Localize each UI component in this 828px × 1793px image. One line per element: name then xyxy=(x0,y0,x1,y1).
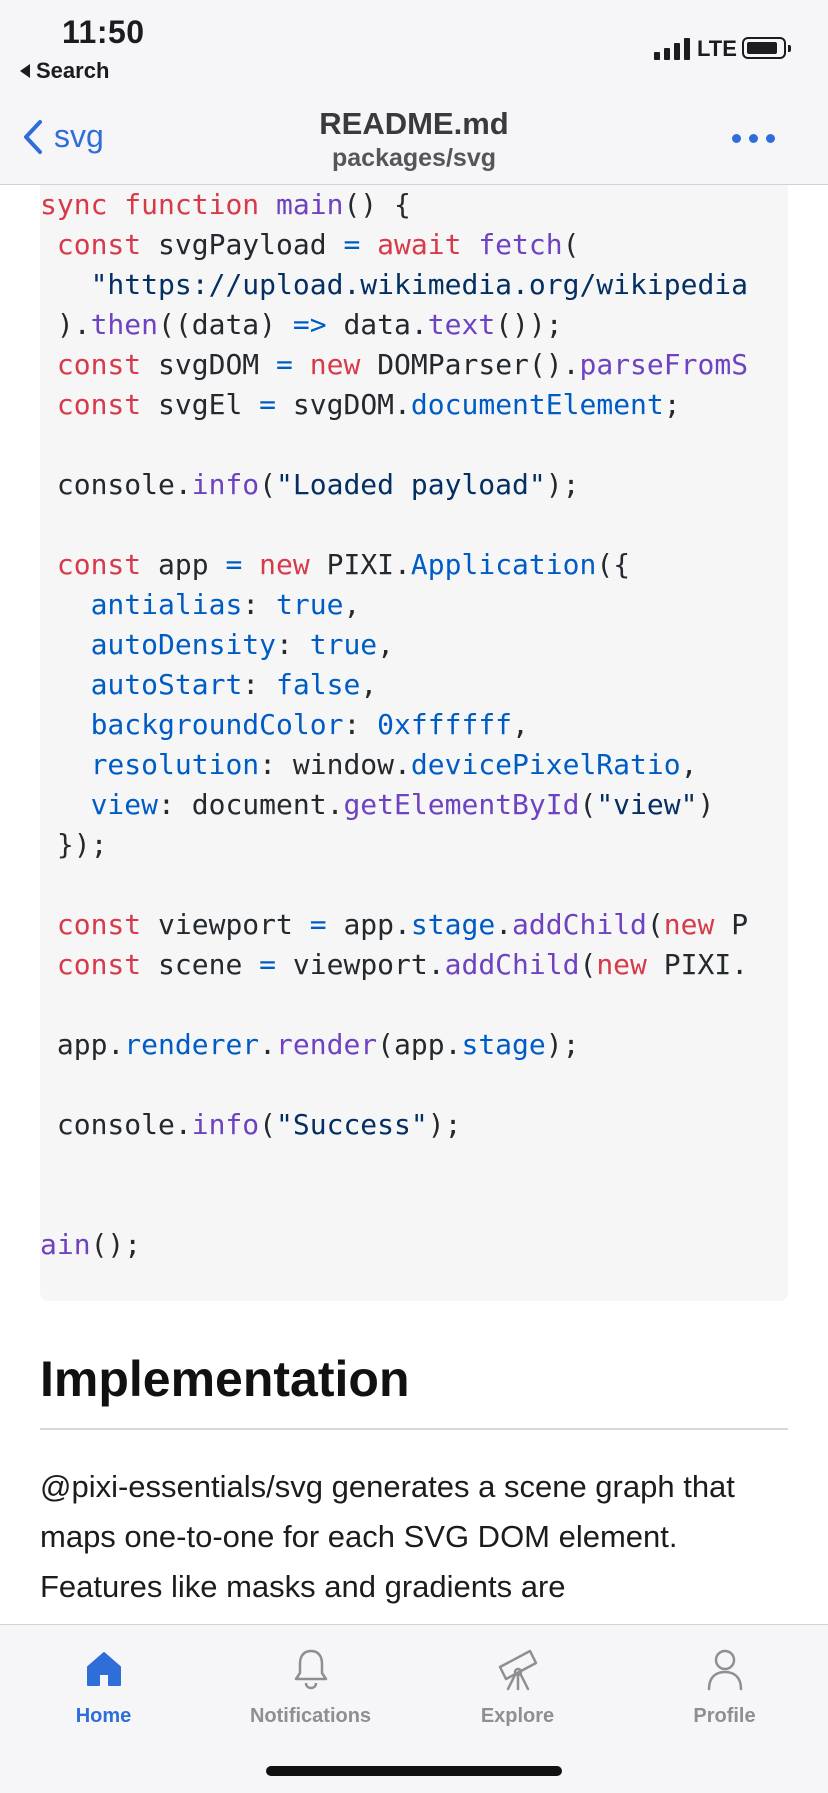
section-paragraph: @pixi-essentials/svg generates a scene g… xyxy=(40,1469,735,1604)
status-bar: 11:50 Search LTE xyxy=(0,0,828,96)
code-line: const viewport = app.stage.addChild(new … xyxy=(56,908,749,941)
signal-icon xyxy=(654,36,690,60)
code-line: const svgEl = svgDOM.documentElement; xyxy=(56,388,681,421)
code-line xyxy=(40,425,748,465)
tab-home-label: Home xyxy=(75,1705,132,1727)
telescope-icon xyxy=(498,1649,537,1691)
code-line: }); xyxy=(40,828,108,861)
heading-divider xyxy=(40,1428,788,1430)
battery-icon xyxy=(742,37,791,59)
code-line xyxy=(40,1185,748,1225)
code-line: console.info("Loaded payload"); xyxy=(40,468,580,501)
code-line: app.renderer.render(app.stage); xyxy=(40,1028,580,1061)
code-line: ).then((data) => data.text()); xyxy=(40,308,563,341)
home-icon xyxy=(86,1652,121,1686)
bell-icon xyxy=(294,1649,327,1690)
code-line: resolution: window.devicePixelRatio, xyxy=(90,748,698,781)
nav-title: README.md xyxy=(319,106,509,141)
code-line xyxy=(40,985,748,1025)
tab-profile[interactable]: Profile xyxy=(621,1643,828,1728)
tab-notifications[interactable]: Notifications xyxy=(207,1643,414,1728)
code-line: const svgPayload = await fetch( xyxy=(56,228,580,261)
tab-explore[interactable]: Explore xyxy=(414,1643,621,1728)
code-content: sync function main() { const svgPayload … xyxy=(40,185,748,1265)
back-triangle-icon xyxy=(20,64,30,78)
section-heading: Implementation xyxy=(40,1351,410,1407)
code-line: const scene = viewport.addChild(new PIXI… xyxy=(56,948,749,981)
navigation-bar: svg README.md packages/svg xyxy=(0,96,828,185)
tab-profile-label: Profile xyxy=(693,1705,756,1727)
code-line: backgroundColor: 0xffffff, xyxy=(90,708,529,741)
tab-home[interactable]: Home xyxy=(0,1643,207,1728)
more-options-button[interactable] xyxy=(732,134,775,143)
code-block[interactable]: sync function main() { const svgPayload … xyxy=(40,185,788,1301)
code-line: autoDensity: true, xyxy=(90,628,395,661)
home-indicator[interactable] xyxy=(266,1766,562,1776)
code-line xyxy=(40,505,748,545)
nav-back-label: svg xyxy=(54,118,104,154)
back-to-app-label: Search xyxy=(36,58,110,83)
code-line xyxy=(40,865,748,905)
code-line xyxy=(40,1065,748,1105)
code-line: ain(); xyxy=(40,1228,142,1261)
code-line: antialias: true, xyxy=(90,588,361,621)
code-line: const svgDOM = new DOMParser().parseFrom… xyxy=(56,348,749,381)
code-line: "https://upload.wikimedia.org/wikipedia xyxy=(90,268,749,301)
network-type: LTE xyxy=(697,36,737,61)
code-line xyxy=(40,1145,748,1185)
code-line: autoStart: false, xyxy=(90,668,378,701)
tab-explore-label: Explore xyxy=(480,1705,555,1727)
tab-notifications-label: Notifications xyxy=(249,1705,372,1727)
chevron-left-icon xyxy=(24,119,42,154)
code-line: sync function main() { xyxy=(40,188,411,221)
code-line: console.info("Success"); xyxy=(40,1108,462,1141)
code-line: view: document.getElementById("view") xyxy=(90,788,715,821)
status-time: 11:50 xyxy=(62,14,145,50)
more-dots-icon xyxy=(732,134,741,143)
back-to-app-link[interactable]: Search xyxy=(20,58,109,84)
code-line: const app = new PIXI.Application({ xyxy=(56,548,631,581)
person-icon xyxy=(707,1649,742,1691)
tab-bar: Home Notifications Explore Profile xyxy=(0,1624,828,1793)
nav-subtitle: packages/svg xyxy=(332,144,496,172)
nav-back-button[interactable]: svg xyxy=(22,118,104,155)
